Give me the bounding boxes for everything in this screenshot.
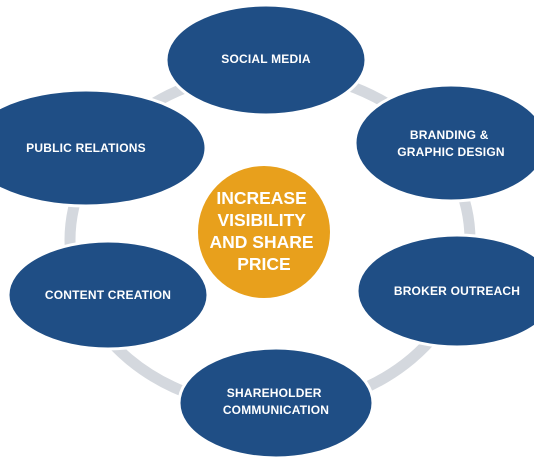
node-branding-line-1: BRANDING &: [410, 128, 489, 142]
node-branding-shape: [353, 83, 534, 203]
node-social-media-line-1: SOCIAL MEDIA: [221, 52, 311, 66]
node-content-creation-shape: [6, 239, 210, 351]
node-public-relations-shape: [0, 88, 208, 208]
node-broker-outreach-shape: [355, 233, 534, 349]
node-social-media-label: SOCIAL MEDIA: [221, 52, 311, 66]
node-content-creation-label: CONTENT CREATION: [45, 288, 171, 302]
node-content-creation-line-1: CONTENT CREATION: [45, 288, 171, 302]
node-shareholder-line-2: COMMUNICATION: [223, 403, 329, 417]
center-line-4: PRICE: [237, 254, 290, 274]
center-line-2: VISIBILITY: [217, 210, 306, 230]
node-broker-outreach-line-1: BROKER OUTREACH: [394, 284, 520, 298]
center-line-3: AND SHARE: [210, 232, 314, 252]
node-branding-line-2: GRAPHIC DESIGN: [397, 145, 504, 159]
node-social-media: SOCIAL MEDIA: [164, 3, 368, 117]
center-label: INCREASE VISIBILITY AND SHARE PRICE: [210, 188, 319, 274]
node-broker-outreach: BROKER OUTREACH: [355, 233, 534, 349]
node-branding: BRANDING & GRAPHIC DESIGN: [353, 83, 534, 203]
node-content-creation: CONTENT CREATION: [6, 239, 210, 351]
node-shareholder-line-1: SHAREHOLDER: [227, 386, 322, 400]
node-public-relations-line-1: PUBLIC RELATIONS: [26, 141, 146, 155]
node-shareholder: SHAREHOLDER COMMUNICATION: [177, 346, 375, 460]
center-line-1: INCREASE: [216, 188, 306, 208]
center-circle: [198, 166, 330, 298]
node-public-relations-label: PUBLIC RELATIONS: [26, 141, 146, 155]
node-social-media-shape: [164, 3, 368, 117]
node-public-relations: PUBLIC RELATIONS: [0, 88, 208, 208]
node-shareholder-label: SHAREHOLDER COMMUNICATION: [223, 386, 329, 417]
node-broker-outreach-label: BROKER OUTREACH: [394, 284, 520, 298]
node-shareholder-shape: [177, 346, 375, 460]
node-branding-label: BRANDING & GRAPHIC DESIGN: [397, 128, 504, 159]
center-goal: INCREASE VISIBILITY AND SHARE PRICE: [198, 166, 330, 298]
